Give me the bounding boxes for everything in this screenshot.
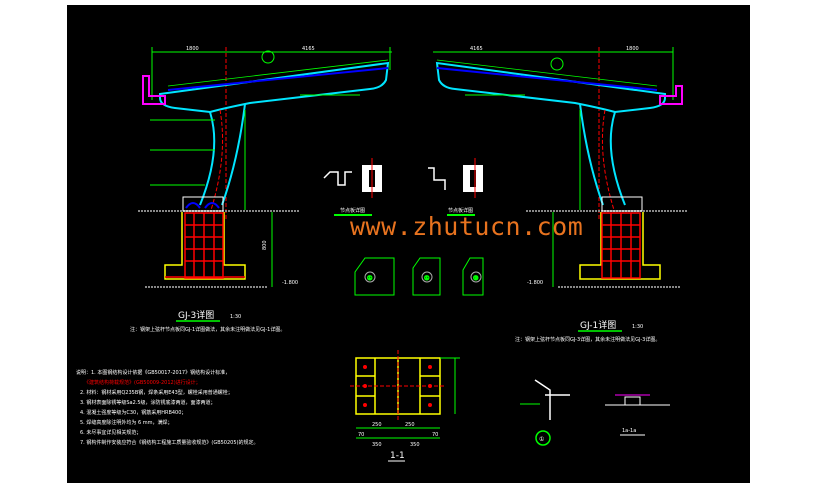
section-1a-title: 1a-1a bbox=[622, 428, 636, 434]
gj3-title: GJ-3详图 bbox=[178, 309, 214, 321]
dim-1-1-b: 250 bbox=[405, 422, 415, 428]
gj1-scale: 1:30 bbox=[632, 324, 643, 330]
node-details: 节点板详图 节点板详图 bbox=[323, 158, 483, 216]
dim-1-1-f: 350 bbox=[410, 442, 420, 448]
general-notes: 说明：1. 本图钢结构设计依据《GB50017-2017》钢结构设计标准， 《建… bbox=[76, 369, 258, 446]
frame-gj1: 4165 1800 -1.800 GJ-1详图 1:30 注：钢架上弦杆节点板同… bbox=[433, 46, 687, 343]
drawing: 1800 4165 800 -1.800 GJ-3详图 1:30 注：钢架上弦杆… bbox=[76, 46, 687, 462]
plate-2-label: ① bbox=[424, 275, 429, 282]
note-line: 2. 材料：钢材采用Q235B钢，焊条采用E43型，螺栓采用普通螺栓； bbox=[80, 389, 233, 396]
section-1-1: 250 250 70 70 350 350 1-1 bbox=[350, 350, 460, 462]
note-line: 6. 未尽事宜详见相关规范； bbox=[80, 429, 141, 436]
plates: ① ① ② bbox=[354, 257, 484, 296]
note-line: 7. 钢构件制作安装应符合《钢结构工程施工质量验收规范》(GB50205)的规定… bbox=[80, 439, 258, 446]
note-line: 3. 钢材表面除锈等级Sa2.5级，涂防锈底漆两道，面漆两道； bbox=[80, 399, 216, 406]
section-1-1-title: 1-1 bbox=[390, 451, 405, 461]
dim-1-1-a: 250 bbox=[372, 422, 382, 428]
note-line: 说明：1. 本图钢结构设计依据《GB50017-2017》钢结构设计标准， bbox=[76, 369, 230, 376]
dim-1-1-d: 70 bbox=[432, 432, 438, 438]
detail-1-label: ① bbox=[539, 436, 544, 443]
gj1-title: GJ-1详图 bbox=[580, 319, 616, 331]
note-line: 5. 焊缝高度除注明外均为 6 mm，满焊； bbox=[80, 419, 172, 426]
section-a-title: 节点板详图 bbox=[340, 207, 365, 214]
gj1-note: 注：钢架上弦杆节点板同GJ-3详图，其余未注明做法见GJ-3详图。 bbox=[515, 336, 660, 343]
plate-3-label: ② bbox=[473, 275, 479, 282]
gj1-dim-depth: -1.800 bbox=[527, 280, 543, 286]
dim-span-left: 1800 bbox=[186, 46, 199, 52]
dim-1-1-c: 70 bbox=[358, 432, 364, 438]
plate-1-label: ① bbox=[367, 275, 372, 282]
detail-1: ① 1a-1a bbox=[520, 379, 670, 446]
dim-span-right: 4165 bbox=[302, 46, 315, 52]
frame-gj3: 1800 4165 800 -1.800 GJ-3详图 1:30 注：钢架上弦杆… bbox=[130, 46, 392, 333]
section-b-title: 节点板详图 bbox=[448, 207, 473, 214]
gj3-note: 注：钢架上弦杆节点板同GJ-1详图做法，其余未注明做法见GJ-1详图。 bbox=[130, 326, 285, 333]
dim-depth: -1.800 bbox=[282, 280, 298, 286]
gj1-dim-span-right: 1800 bbox=[626, 46, 639, 52]
gj1-dim-span-left: 4165 bbox=[470, 46, 483, 52]
cad-drawing-canvas: 1800 4165 800 -1.800 GJ-3详图 1:30 注：钢架上弦杆… bbox=[67, 5, 750, 483]
dim-height: 800 bbox=[262, 240, 268, 250]
dim-1-1-e: 350 bbox=[372, 442, 382, 448]
note-line: 《建筑结构荷载规范》(GB50009-2012)进行设计； bbox=[84, 379, 201, 386]
watermark: www.zhutucn.com bbox=[350, 212, 584, 241]
note-line: 4. 混凝土强度等级为C30，钢筋采用HRB400； bbox=[80, 409, 186, 416]
gj3-scale: 1:30 bbox=[230, 314, 241, 320]
